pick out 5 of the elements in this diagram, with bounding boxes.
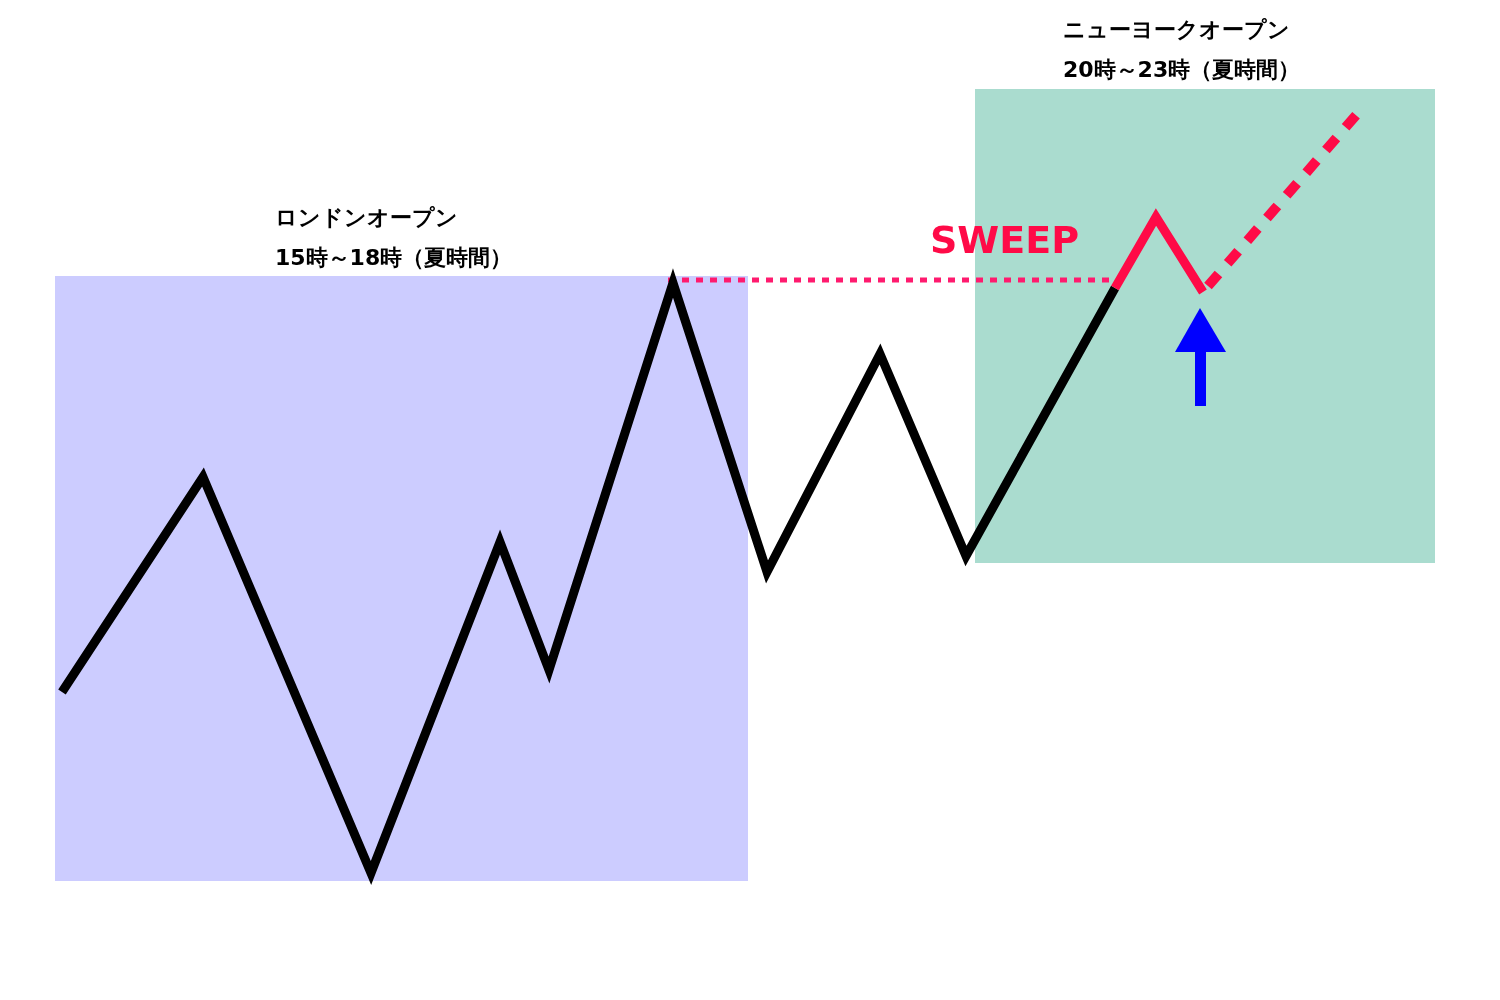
session-title: ニューヨークオープン — [1063, 16, 1290, 44]
session-hours: 20時～23時（夏時間） — [1063, 56, 1301, 84]
sweep-label: SWEEP — [930, 218, 1080, 262]
session-hours: 15時～18時（夏時間） — [275, 244, 513, 272]
session-title: ロンドンオープン — [275, 204, 458, 232]
